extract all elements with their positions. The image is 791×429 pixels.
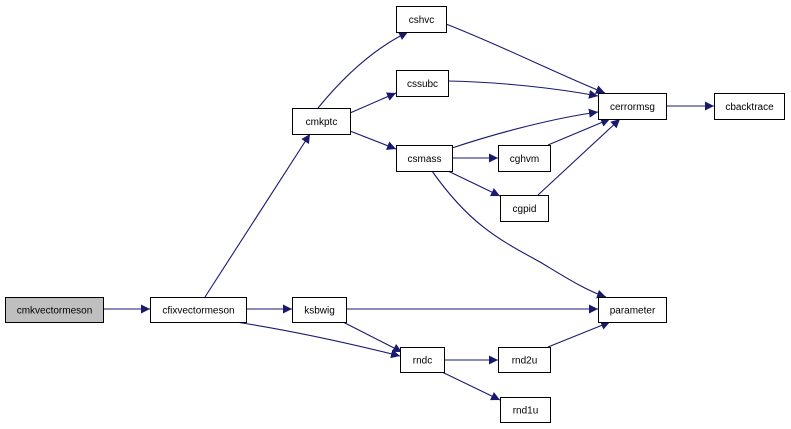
node-box [396,70,449,97]
edge-rnd2u-to-parameter [547,321,611,348]
node-label: rnd2u [512,356,538,367]
node-cghvm[interactable]: cghvm [498,145,551,172]
node-label: cbacktrace [725,102,774,113]
node-box [498,347,551,373]
node-cbacktrace[interactable]: cbacktrace [714,93,785,120]
node-label: rnd1u [513,406,539,417]
node-label: cerrormsg [610,102,655,113]
node-ksbwig[interactable]: ksbwig [292,297,347,323]
node-cmkptc[interactable]: cmkptc [292,108,351,135]
node-box [500,195,549,222]
edge-ksbwig-to-rndc [342,321,403,353]
node-box [292,108,351,135]
node-cerrormsg[interactable]: cerrormsg [598,93,667,120]
node-cgpid[interactable]: cgpid [500,195,549,222]
edge-csmass-to-cgpid [447,170,501,197]
edge-cfixvectormeson-to-cmkptc [204,133,311,298]
node-rndc[interactable]: rndc [400,347,445,373]
node-box [396,145,453,172]
node-box [714,93,785,120]
node-cssubc[interactable]: cssubc [396,70,449,97]
node-box [150,297,247,323]
node-box [396,6,447,33]
edge-cmkptc-to-cssubc [349,92,397,114]
edge-cghvm-to-cerrormsg [547,118,611,146]
node-cmkvectormeson[interactable]: cmkvectormeson [5,297,104,323]
node-label: csmass [408,154,442,165]
node-label: parameter [610,306,656,317]
edge-rndc-to-rnd1u [441,371,501,401]
node-label: cfixvectormeson [162,306,234,317]
node-label: cghvm [510,154,539,165]
node-box [500,397,551,423]
node-box [5,297,104,323]
node-box [598,297,667,323]
node-rnd2u[interactable]: rnd2u [498,347,551,373]
node-label: ksbwig [304,306,335,317]
edge-csmass-to-cerrormsg [451,108,599,149]
edge-cmkptc-to-cshvc [317,31,409,109]
edges-layer [103,23,714,401]
node-box [400,347,445,373]
edge-cssubc-to-cerrormsg [447,80,599,99]
node-label: cshvc [409,15,435,26]
edge-cfixvectormeson-to-rndc [235,321,401,359]
node-box [598,93,667,120]
edge-cgpid-to-cerrormsg [537,118,621,196]
node-label: cmkvectormeson [17,306,93,317]
node-label: cmkptc [306,117,338,128]
edge-cmkptc-to-csmass [349,130,397,150]
edge-cshvc-to-cerrormsg [445,23,606,94]
nodes-layer: cmkvectormeson cfixvectormeson cmkptc cshvc… [5,6,785,423]
node-csmass[interactable]: csmass [396,145,453,172]
node-rnd1u[interactable]: rnd1u [500,397,551,423]
node-cfixvectormeson[interactable]: cfixvectormeson [150,297,247,323]
edge-csmass-to-parameter [431,170,607,299]
node-box [292,297,347,323]
node-label: cssubc [407,79,438,90]
node-label: cgpid [513,204,537,215]
node-parameter[interactable]: parameter [598,297,667,323]
node-label: rndc [413,356,432,367]
node-box [498,145,551,172]
node-cshvc[interactable]: cshvc [396,6,447,33]
